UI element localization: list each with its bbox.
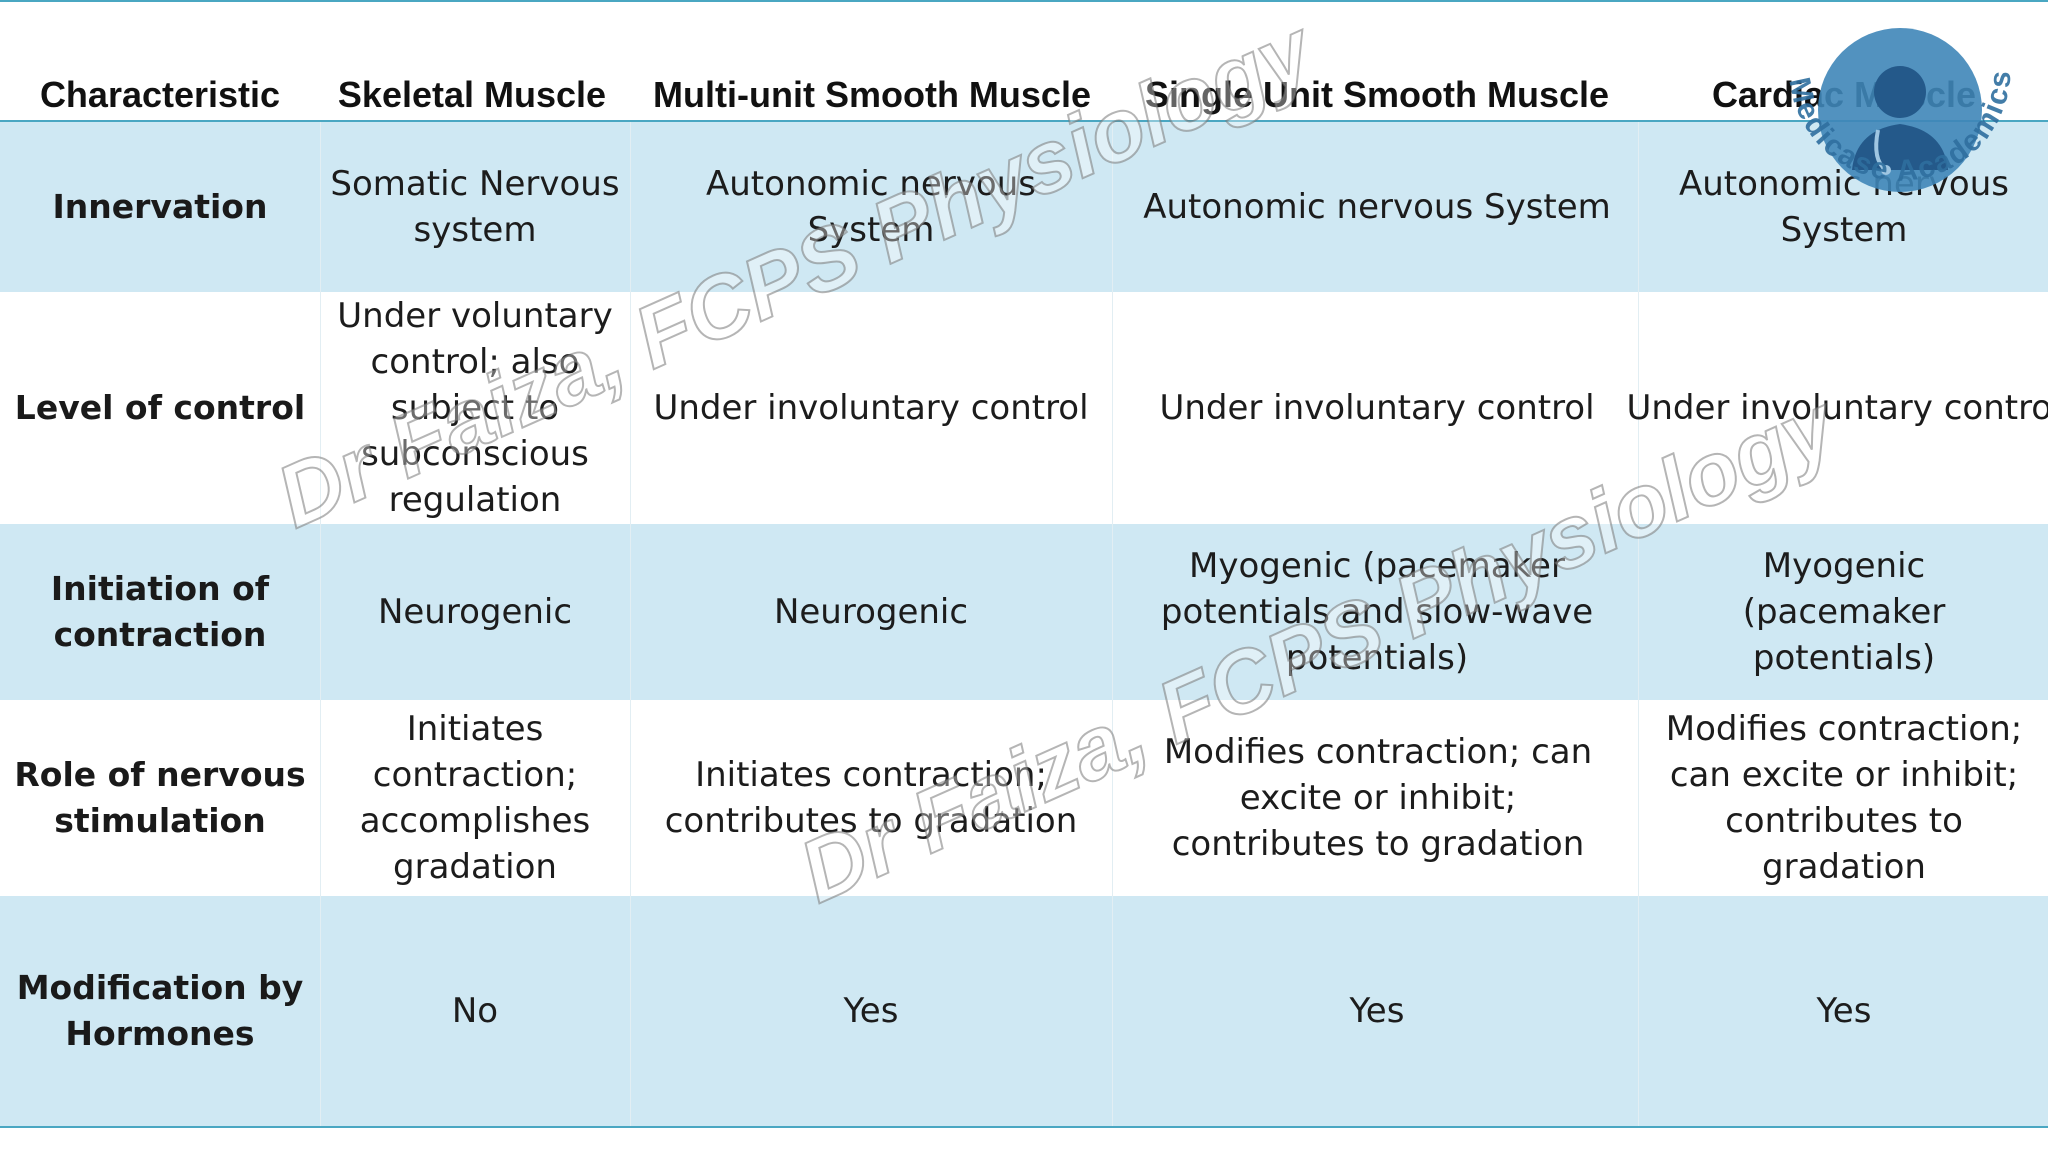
- table-row: [0, 896, 2048, 1126]
- cell-control-multi-unit: Under involuntary control: [653, 388, 1089, 428]
- row-label-innervation: Innervation: [52, 187, 268, 226]
- cell-hormones-single-unit: Yes: [1349, 991, 1405, 1031]
- header-skeletal: Skeletal Muscle: [337, 74, 607, 115]
- cell-innervation-multi-unit: Autonomic nervous System: [706, 164, 1036, 250]
- cell-initiation-multi-unit: Neurogenic: [773, 592, 969, 632]
- cell-stimulation-skeletal: Initiates contraction; accomplishes grad…: [359, 709, 591, 887]
- cell-control-single-unit: Under involuntary control: [1159, 388, 1595, 428]
- cell-hormones-multi-unit: Yes: [843, 991, 899, 1031]
- cell-control-skeletal: Under voluntary control; also subject to…: [337, 296, 613, 520]
- header-cardiac: Cardiac Muscle: [1711, 74, 1977, 115]
- header-characteristic: Characteristic: [39, 74, 281, 115]
- row-label-level-of-control: Level of control: [14, 388, 306, 427]
- table-row: [0, 524, 2048, 700]
- row-label-initiation: Initiation of contraction: [50, 569, 270, 654]
- column-divider: [1638, 122, 1639, 1127]
- cell-innervation-single-unit: Autonomic nervous System: [1143, 187, 1611, 227]
- row-label-nervous-stimulation: Role of nervous stimulation: [14, 755, 306, 840]
- cell-innervation-cardiac: Autonomic nervous System: [1679, 164, 2009, 250]
- bottom-border: [0, 1126, 2048, 1128]
- cell-stimulation-single-unit: Modifies contraction; can excite or inhi…: [1163, 732, 1593, 864]
- cell-innervation-skeletal: Somatic Nervous system: [330, 164, 620, 250]
- cell-control-cardiac: Under involuntary control: [1626, 388, 2048, 428]
- column-divider: [320, 122, 321, 1127]
- cell-initiation-single-unit: Myogenic (pacemaker potentials and slow-…: [1160, 546, 1594, 678]
- header-single-unit: Single Unit Smooth Muscle: [1144, 74, 1610, 115]
- top-border: [0, 0, 2048, 2]
- cell-hormones-cardiac: Yes: [1816, 991, 1872, 1031]
- cell-initiation-cardiac: Myogenic (pacemaker potentials): [1742, 546, 1946, 678]
- cell-stimulation-multi-unit: Initiates contraction; contributes to gr…: [664, 755, 1078, 841]
- header-multi-unit: Multi-unit Smooth Muscle: [653, 74, 1091, 115]
- table-row: [0, 122, 2048, 292]
- column-divider: [630, 122, 631, 1127]
- cell-hormones-skeletal: No: [451, 991, 499, 1031]
- header-divider: [0, 120, 2048, 122]
- cell-initiation-skeletal: Neurogenic: [377, 592, 573, 632]
- row-label-hormones: Modification by Hormones: [16, 968, 304, 1053]
- column-divider: [1112, 122, 1113, 1127]
- cell-stimulation-cardiac: Modifies contraction; can excite or inhi…: [1665, 709, 2023, 887]
